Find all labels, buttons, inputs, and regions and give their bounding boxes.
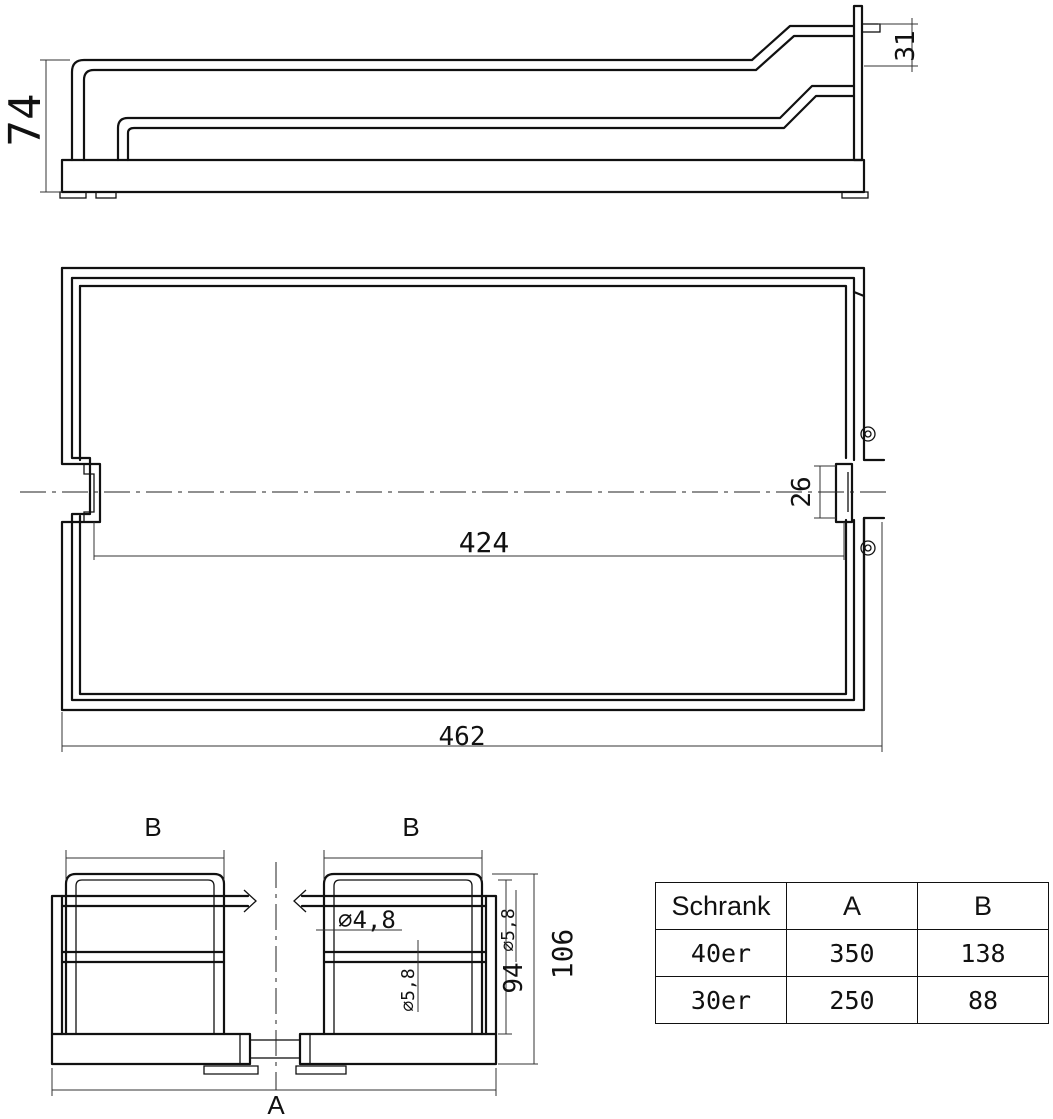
front-right-outer-post: [484, 894, 498, 1036]
top-view-overall-length-label: 462: [439, 722, 486, 752]
side-view-upper-rail-outer: [70, 24, 856, 162]
top-view-right-notch: [834, 462, 854, 524]
front-mounting-feet: [203, 1065, 347, 1075]
front-diameter-3-label: ⌀5,8: [498, 908, 519, 951]
top-view-screw-upper-core: [864, 430, 872, 438]
front-right-base-edge: [299, 1034, 311, 1064]
front-left-pin: [243, 889, 257, 913]
front-overall-a-label: A: [267, 1090, 285, 1119]
front-view: B B A ⌀4,8 ⌀5,8 ⌀5,8 94 106: [50, 812, 579, 1119]
table-cell: 88: [917, 976, 1049, 1024]
table-header-cell: A: [786, 882, 918, 930]
front-right-base: [298, 1032, 498, 1066]
front-center-connector: [249, 1039, 301, 1059]
front-right-frame-inner: [333, 879, 473, 1034]
top-view-inner-left: [70, 276, 856, 702]
table-header-cell: B: [917, 882, 1049, 930]
top-view-inner-width-label: 424: [459, 526, 510, 559]
front-left-b-label: B: [144, 812, 161, 842]
front-right-pin: [293, 889, 307, 913]
side-view-height-label: 74: [0, 94, 51, 147]
table-cell: 250: [786, 976, 918, 1024]
front-diameter-2-label: ⌀5,8: [398, 968, 419, 1011]
top-view-right-post-lower: [862, 516, 886, 702]
side-view-foot-left: [59, 191, 87, 199]
side-view-post: [852, 4, 864, 162]
dimension-table: Schrank A B 40er 350 138 30er 250 88: [655, 882, 1049, 1024]
top-view-left-notch: [66, 463, 95, 523]
side-view-foot-left-2: [95, 191, 117, 199]
side-view-foot-right: [841, 191, 869, 199]
front-right-frame-outer: [322, 872, 484, 1036]
front-total-height-label: 106: [546, 929, 579, 980]
top-view: 424 462 26: [20, 266, 888, 752]
top-view-inner-left-2: [78, 284, 848, 696]
front-left-outer-post: [50, 894, 64, 1036]
front-left-rail-mid: [60, 950, 226, 964]
front-left-frame-outer: [64, 872, 226, 1036]
front-left-base: [50, 1032, 252, 1066]
side-view: 74 31: [0, 4, 921, 199]
front-left-frame-inner: [75, 879, 215, 1034]
front-diameter-1-label: ⌀4,8: [338, 906, 396, 934]
table-cell: 40er: [655, 929, 787, 977]
top-view-inner-top: [70, 276, 856, 462]
front-right-b-label: B: [402, 812, 419, 842]
front-right-rail-mid: [322, 950, 488, 964]
top-view-gap-label: 26: [787, 476, 817, 507]
top-view-right-post-upper: [862, 294, 886, 462]
top-view-screw-upper: [860, 426, 876, 442]
front-left-base-edge: [239, 1034, 251, 1064]
top-view-screw-lower: [860, 540, 876, 556]
table-cell: 138: [917, 929, 1049, 977]
front-inner-height-label: 94: [499, 962, 529, 993]
side-view-lower-rail-inner: [126, 94, 856, 162]
top-view-frame-top: [60, 266, 866, 298]
side-view-post-pin: [861, 23, 881, 33]
side-view-rail-offset-label: 31: [891, 30, 921, 61]
top-view-inner-top-2: [78, 284, 848, 460]
front-right-rail-top: [300, 894, 488, 908]
front-left-rail-top: [60, 894, 250, 908]
table-row: 40er 350 138: [655, 929, 1049, 977]
top-view-frame-left: [60, 266, 866, 712]
side-view-base: [60, 158, 866, 194]
table-header-cell: Schrank: [655, 882, 787, 930]
table-header-row: Schrank A B: [655, 882, 1049, 930]
side-view-upper-rail-inner: [82, 34, 856, 162]
table-cell: 350: [786, 929, 918, 977]
top-view-screw-lower-core: [864, 544, 872, 552]
table-row: 30er 250 88: [655, 976, 1049, 1024]
table-cell: 30er: [655, 976, 787, 1024]
side-view-lower-rail-outer: [116, 84, 856, 162]
